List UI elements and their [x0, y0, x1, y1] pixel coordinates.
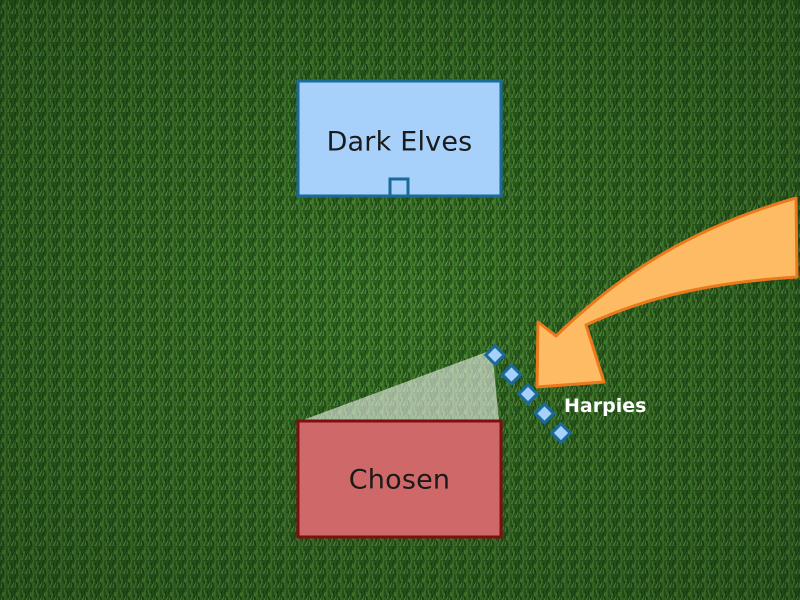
harpy-model[interactable] [500, 363, 523, 386]
dark-elves-block[interactable] [296, 79, 503, 198]
vision-arc [303, 350, 499, 420]
chosen-label: Chosen [349, 465, 450, 496]
harpy-model[interactable] [533, 402, 556, 425]
chosen-unit[interactable]: Chosen [296, 419, 503, 539]
harpies-unit[interactable] [483, 343, 573, 445]
harpy-model[interactable] [516, 382, 540, 406]
harpy-model[interactable] [483, 343, 507, 367]
dark-elves-label: Dark Elves [327, 127, 473, 158]
harpy-model[interactable] [549, 421, 573, 445]
dark-elves-unit[interactable]: Dark Elves [296, 79, 503, 198]
harpies-label: Harpies [564, 395, 646, 417]
dark-elves-champion-marker [388, 177, 410, 198]
charge-arrow [535, 196, 799, 389]
chosen-block[interactable] [296, 419, 503, 539]
